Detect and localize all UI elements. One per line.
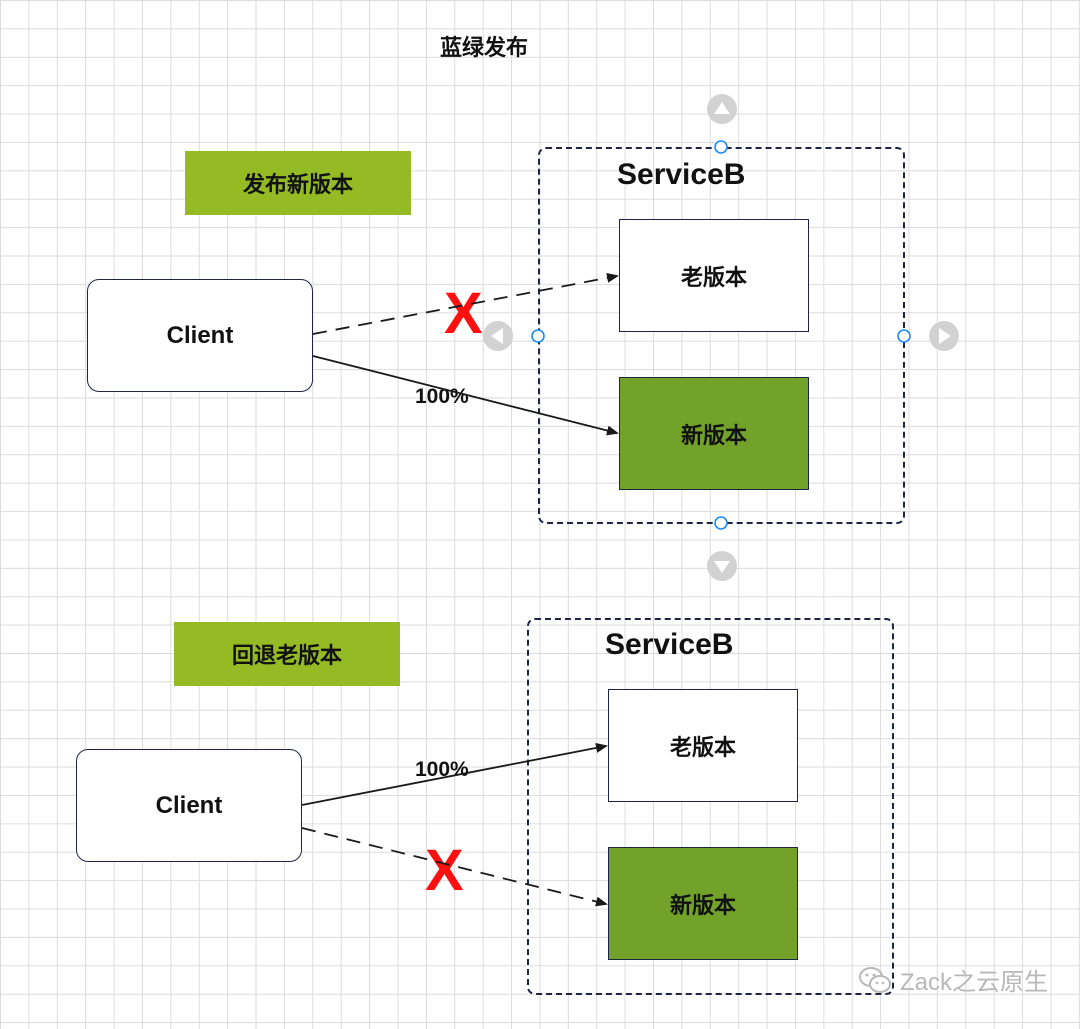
new-version-node-2[interactable]: 新版本 <box>608 847 798 960</box>
handle-left <box>531 329 545 343</box>
watermark-text: Zack之云原生 <box>899 969 1048 996</box>
edge-client1-to-new-active <box>312 355 619 436</box>
connect-arrow-left-icon <box>483 321 513 351</box>
service-b-name-2: ServiceB <box>605 628 734 661</box>
connect-arrows <box>483 94 959 581</box>
service-b-container-2[interactable] <box>527 618 894 995</box>
tag-release-new: 发布新版本 <box>185 151 411 215</box>
edge-client2-to-old-active <box>301 742 608 806</box>
connect-arrow-right-icon <box>929 321 959 351</box>
wechat-icon <box>858 966 891 993</box>
edge-client1-to-old-blocked <box>312 272 619 335</box>
old-version-node-2[interactable]: 老版本 <box>608 689 798 802</box>
blocked-mark-2: X <box>425 838 464 903</box>
handle-right <box>897 329 911 343</box>
traffic-label-1: 100% <box>415 385 469 408</box>
diagram-title: 蓝绿发布 <box>439 35 528 60</box>
handle-top <box>714 140 728 154</box>
blocked-mark-1: X <box>444 281 483 346</box>
service-b-name-1: ServiceB <box>617 158 746 191</box>
handle-bottom <box>714 516 728 530</box>
client-node-1[interactable]: Client <box>87 279 313 392</box>
edge-client2-to-new-blocked <box>301 827 608 907</box>
selection-handles <box>531 140 911 530</box>
new-version-node-1[interactable]: 新版本 <box>619 377 809 490</box>
tag-rollback-old: 回退老版本 <box>174 622 400 686</box>
watermark: Zack之云原生 <box>858 962 1048 997</box>
connect-arrow-down-icon <box>707 551 737 581</box>
old-version-node-1[interactable]: 老版本 <box>619 219 809 332</box>
connect-arrow-up-icon <box>707 94 737 124</box>
client-node-2[interactable]: Client <box>76 749 302 862</box>
